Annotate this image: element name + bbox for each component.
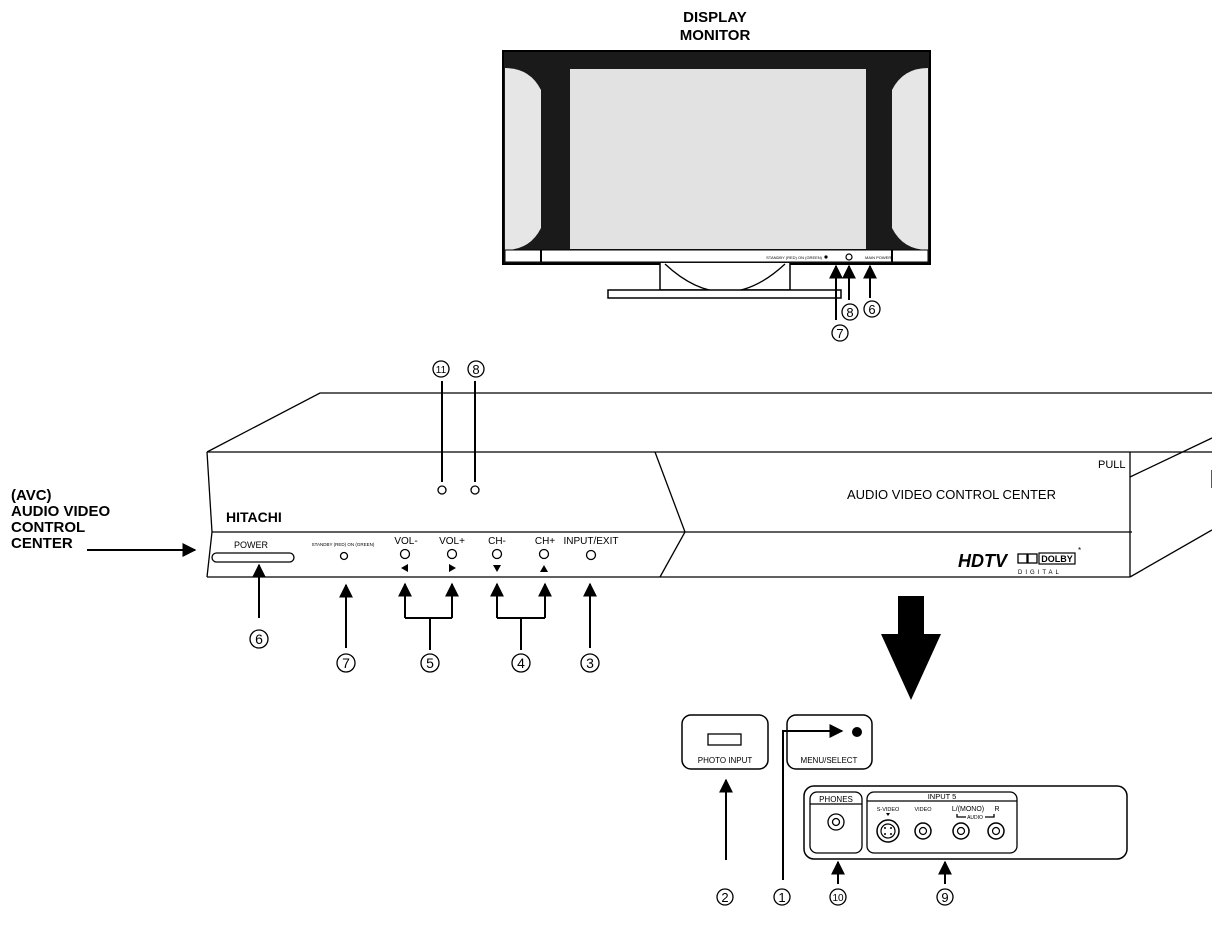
ch-up-arrow-icon bbox=[540, 565, 548, 572]
svg-text:10: 10 bbox=[832, 893, 844, 904]
monitor-stand-base bbox=[607, 289, 842, 299]
hdtv-logo: HDTV bbox=[958, 551, 1009, 571]
callout-10 bbox=[829, 888, 847, 906]
ch-plus-button[interactable] bbox=[538, 548, 550, 560]
video-label: VIDEO bbox=[914, 807, 932, 813]
s-video-jack[interactable] bbox=[876, 819, 900, 843]
svg-text:3: 3 bbox=[586, 655, 594, 671]
avc-led-11 bbox=[437, 485, 447, 495]
avc-led-8 bbox=[470, 485, 480, 495]
ch-minus-button[interactable] bbox=[491, 548, 503, 560]
door-title: AUDIO VIDEO CONTROL CENTER bbox=[847, 487, 1056, 502]
monitor-status-led bbox=[824, 255, 828, 259]
menu-select-label: MENU/SELECT bbox=[801, 756, 858, 765]
callout-8-avc bbox=[467, 360, 485, 378]
avc-title-line1: (AVC) bbox=[11, 487, 52, 504]
vol-plus-button[interactable] bbox=[446, 548, 458, 560]
display-monitor: DISPLAY MONITOR STANDBY (RED) ON (GREEN)… bbox=[502, 9, 931, 342]
audio-right-jack[interactable] bbox=[987, 822, 1005, 840]
svg-text:11: 11 bbox=[436, 365, 447, 376]
vol-minus-button[interactable] bbox=[399, 548, 411, 560]
callout-6-monitor bbox=[863, 300, 881, 318]
dolby-label: DOLBY bbox=[1041, 554, 1073, 564]
photo-input-label: PHOTO INPUT bbox=[698, 756, 753, 765]
s-video-label: S-VIDEO bbox=[877, 807, 900, 813]
vol-left-arrow-icon bbox=[401, 564, 408, 572]
l-mono-label: L/(MONO) bbox=[952, 806, 984, 813]
phones-jack[interactable] bbox=[827, 813, 845, 831]
monitor-status-label: STANDBY (RED) ON (GREEN) bbox=[766, 255, 823, 260]
callout-6-avc bbox=[249, 629, 269, 649]
monitor-title-line1: DISPLAY bbox=[683, 9, 747, 26]
svg-text:7: 7 bbox=[836, 326, 843, 341]
callout-2 bbox=[716, 888, 734, 906]
power-label: POWER bbox=[234, 540, 269, 550]
monitor-sensor bbox=[845, 253, 853, 261]
left-speaker bbox=[505, 68, 541, 250]
svg-text:9: 9 bbox=[941, 890, 948, 905]
svg-text:7: 7 bbox=[342, 655, 350, 671]
monitor-bezel bbox=[504, 249, 929, 263]
svg-text:6: 6 bbox=[868, 302, 875, 317]
callout-9 bbox=[936, 888, 954, 906]
vol-minus-label: VOL- bbox=[394, 536, 417, 547]
input5-section bbox=[866, 791, 1018, 854]
avc-brand: HITACHI bbox=[226, 509, 282, 525]
callout-5 bbox=[420, 653, 440, 673]
menu-select-box bbox=[786, 714, 873, 770]
svg-text:5: 5 bbox=[426, 655, 434, 671]
svg-text:6: 6 bbox=[255, 631, 263, 647]
video-jack[interactable] bbox=[914, 822, 932, 840]
avc-title-line2: AUDIO VIDEO bbox=[11, 503, 111, 520]
callout-7-monitor bbox=[831, 324, 849, 342]
input-exit-button[interactable] bbox=[585, 549, 597, 561]
avc-title-line3: CONTROL bbox=[11, 519, 85, 536]
standby-label: STANDBY (RED) ON (GREEN) bbox=[312, 542, 375, 547]
monitor-main-power-label: MAIN POWER bbox=[865, 255, 891, 260]
down-arrow-icon bbox=[881, 596, 941, 700]
ch-minus-label: CH- bbox=[488, 536, 506, 547]
vol-right-arrow-icon bbox=[449, 564, 456, 572]
menu-select-button[interactable] bbox=[852, 727, 862, 737]
audio-left-jack[interactable] bbox=[952, 822, 970, 840]
input5-label: INPUT 5 bbox=[928, 792, 957, 801]
callout-8-monitor bbox=[841, 303, 859, 321]
photo-input-slot[interactable] bbox=[707, 733, 742, 746]
front-panel: PHOTO INPUT 2 MENU/SELECT 1 PHONES INPUT… bbox=[681, 714, 1128, 906]
svg-text:2: 2 bbox=[721, 890, 728, 905]
dolby-digital-label: DIGITAL bbox=[1018, 570, 1062, 576]
svg-text:8: 8 bbox=[472, 362, 479, 377]
right-speaker bbox=[892, 68, 928, 250]
callout-7-avc bbox=[336, 653, 356, 673]
svg-text:8: 8 bbox=[846, 305, 853, 320]
input-exit-label: INPUT/EXIT bbox=[563, 536, 618, 547]
svg-text:1: 1 bbox=[778, 890, 785, 905]
callout-1 bbox=[773, 888, 791, 906]
dolby-icon bbox=[1017, 553, 1028, 564]
ch-down-arrow-icon bbox=[493, 565, 501, 572]
power-button[interactable] bbox=[211, 552, 295, 563]
callout-4 bbox=[511, 653, 531, 673]
pull-label: PULL bbox=[1098, 459, 1126, 471]
standby-led bbox=[339, 551, 349, 561]
r-label: R bbox=[994, 806, 999, 813]
vol-plus-label: VOL+ bbox=[439, 536, 465, 547]
svg-text:*: * bbox=[1078, 546, 1081, 555]
phones-label: PHONES bbox=[819, 795, 853, 804]
avc-unit: 11 8 HITACHI PULL AUDIO VIDEO CONTROL CE… bbox=[11, 360, 1212, 673]
phones-section bbox=[809, 791, 863, 854]
avc-title-line4: CENTER bbox=[11, 535, 73, 552]
callout-3 bbox=[580, 653, 600, 673]
ch-plus-label: CH+ bbox=[535, 536, 555, 547]
audio-label: AUDIO bbox=[967, 815, 983, 821]
monitor-screen bbox=[570, 69, 866, 249]
callout-11 bbox=[432, 360, 450, 378]
svg-text:4: 4 bbox=[517, 655, 525, 671]
monitor-title-line2: MONITOR bbox=[680, 27, 751, 44]
